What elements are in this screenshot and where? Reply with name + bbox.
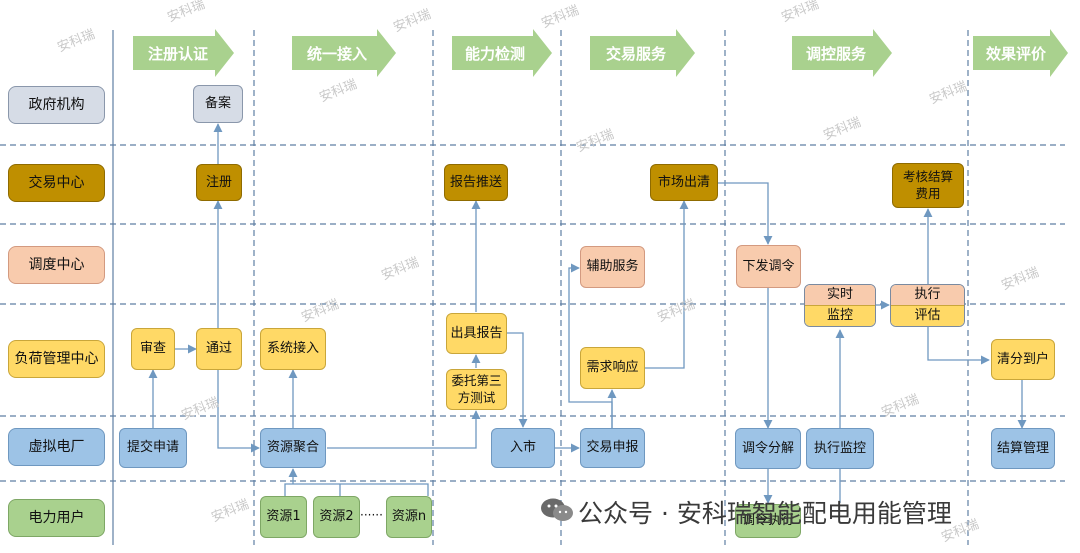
node-demand-response: 需求响应	[580, 347, 645, 389]
phase-arrow-4	[590, 29, 695, 77]
node-report-push: 报告推送	[444, 164, 508, 201]
lane-government: 政府机构	[8, 86, 105, 124]
node-review: 审查	[131, 328, 175, 370]
node-allocate-to-households: 清分到户	[991, 339, 1055, 380]
phase-label-6: 效果评价	[986, 45, 1047, 63]
grid-lines	[0, 30, 1065, 545]
node-ancillary-service: 辅助服务	[580, 246, 645, 288]
node-market-entry: 入市	[491, 428, 555, 468]
phase-label-4: 交易服务	[606, 45, 667, 63]
footer-account: 公众号 · 安科瑞智能配电用能管理	[578, 499, 952, 528]
node-issue-report: 出具报告	[446, 313, 507, 354]
node-execution-evaluation: 执行 评估	[890, 284, 965, 327]
node-realtime-monitoring: 实时 监控	[804, 284, 876, 327]
node-issue-dispatch-order: 下发调令	[736, 245, 801, 288]
node-evaluation-label: 评估	[891, 305, 964, 326]
node-resource-2: 资源2	[313, 496, 360, 538]
phase-arrow-6	[973, 29, 1068, 77]
node-resource-1: 资源1	[260, 496, 307, 538]
phase-label-5: 调控服务	[806, 45, 867, 63]
node-resource-ellipsis: ······	[360, 508, 383, 522]
phase-arrow-3	[452, 29, 552, 77]
phase-label-2: 统一接入	[307, 45, 367, 63]
node-approved: 通过	[196, 328, 242, 370]
node-execution-monitoring: 执行监控	[806, 428, 874, 469]
node-trade-declaration: 交易申报	[580, 428, 645, 468]
node-monitoring-label: 监控	[805, 305, 875, 326]
node-system-access: 系统接入	[260, 328, 326, 370]
node-filing: 备案	[193, 85, 243, 123]
node-resource-aggregation: 资源聚合	[260, 428, 326, 468]
phase-label-3: 能力检测	[465, 45, 525, 63]
node-realtime-label: 实时	[805, 285, 875, 305]
lane-dispatch-center: 调度中心	[8, 246, 105, 284]
lane-virtual-power-plant: 虚拟电厂	[8, 428, 105, 466]
node-order-execution: 调令执行	[735, 504, 801, 538]
node-assessment-settlement-fee: 考核结算费用	[892, 163, 964, 208]
phase-arrows: 注册认证 统一接入 能力检测 交易服务 调控服务 效果评价	[133, 29, 1068, 77]
node-register: 注册	[196, 164, 242, 201]
phase-arrow-5	[792, 29, 892, 77]
lane-load-management-center: 负荷管理中心	[8, 340, 105, 378]
node-resource-n: 资源n	[386, 496, 432, 538]
connectors	[148, 123, 1027, 504]
node-settlement-management: 结算管理	[991, 428, 1055, 469]
node-third-party-test: 委托第三方测试	[446, 369, 507, 410]
lane-power-users: 电力用户	[8, 499, 105, 537]
node-submit-application: 提交申请	[119, 428, 187, 468]
wechat-icon	[541, 498, 573, 521]
phase-arrow-1	[133, 29, 234, 77]
phase-arrow-2	[292, 29, 396, 77]
lane-trading-center: 交易中心	[8, 164, 105, 202]
node-order-decomposition: 调令分解	[735, 428, 801, 469]
node-market-clearing: 市场出清	[650, 164, 718, 201]
node-execution-label: 执行	[891, 285, 964, 305]
phase-label-1: 注册认证	[148, 45, 208, 63]
